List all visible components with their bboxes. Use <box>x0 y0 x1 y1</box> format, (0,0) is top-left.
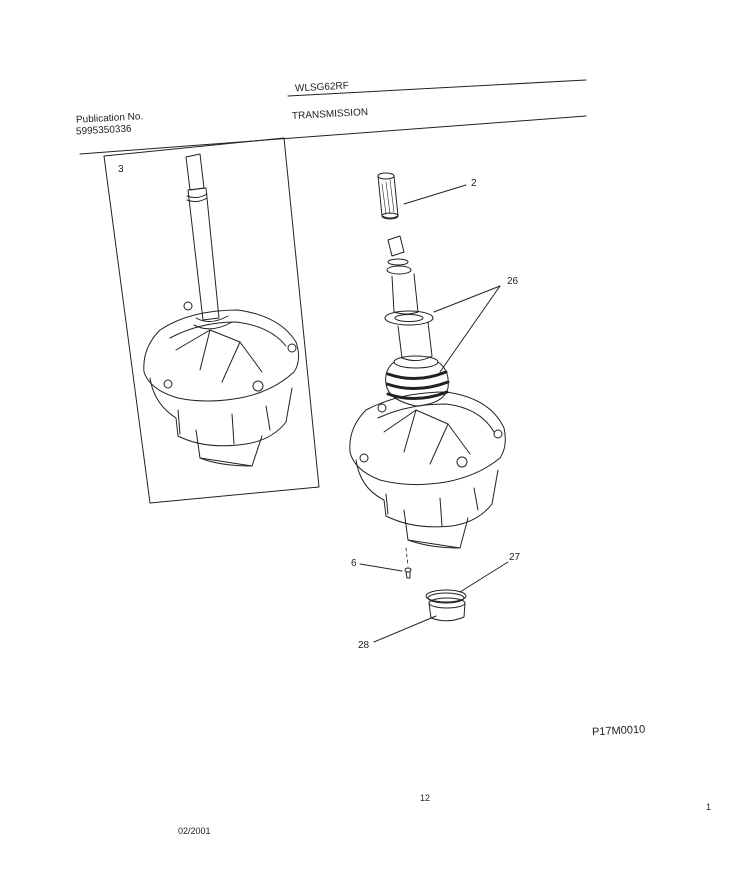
seal-washer-upper <box>384 310 434 326</box>
inset-transmission-assembly <box>143 153 300 467</box>
inset-frame <box>103 137 320 504</box>
inset-base <box>195 429 263 467</box>
part-2-spline-sleeve <box>377 172 399 220</box>
callout-2: 2 <box>471 178 477 189</box>
callout-28: 28 <box>358 640 370 651</box>
header-rule-upper <box>287 79 587 97</box>
leader-27 <box>459 561 509 593</box>
callout-6: 6 <box>351 558 357 569</box>
callout-26: 26 <box>507 276 519 287</box>
issue-date: 02/2001 <box>178 826 211 836</box>
header-rule-lower <box>79 115 587 155</box>
page-number: 12 <box>420 793 431 803</box>
callout-3: 3 <box>118 164 124 175</box>
leader-2 <box>403 184 467 205</box>
callout-27: 27 <box>509 552 521 563</box>
main-shaft-stack <box>384 235 434 362</box>
leader-26-a <box>433 285 501 313</box>
leader-26-b <box>439 285 501 373</box>
leader-28 <box>373 615 437 643</box>
leader-6 <box>359 563 403 572</box>
inset-shaft-tip <box>185 153 205 191</box>
inset-housing-top <box>143 309 300 402</box>
part-27-ring <box>425 589 467 604</box>
inset-shaft <box>187 187 220 321</box>
shaft-tip <box>387 235 405 257</box>
corner-mark: 1 <box>706 802 712 812</box>
part-6-screw <box>404 567 412 579</box>
main-housing <box>349 391 506 549</box>
